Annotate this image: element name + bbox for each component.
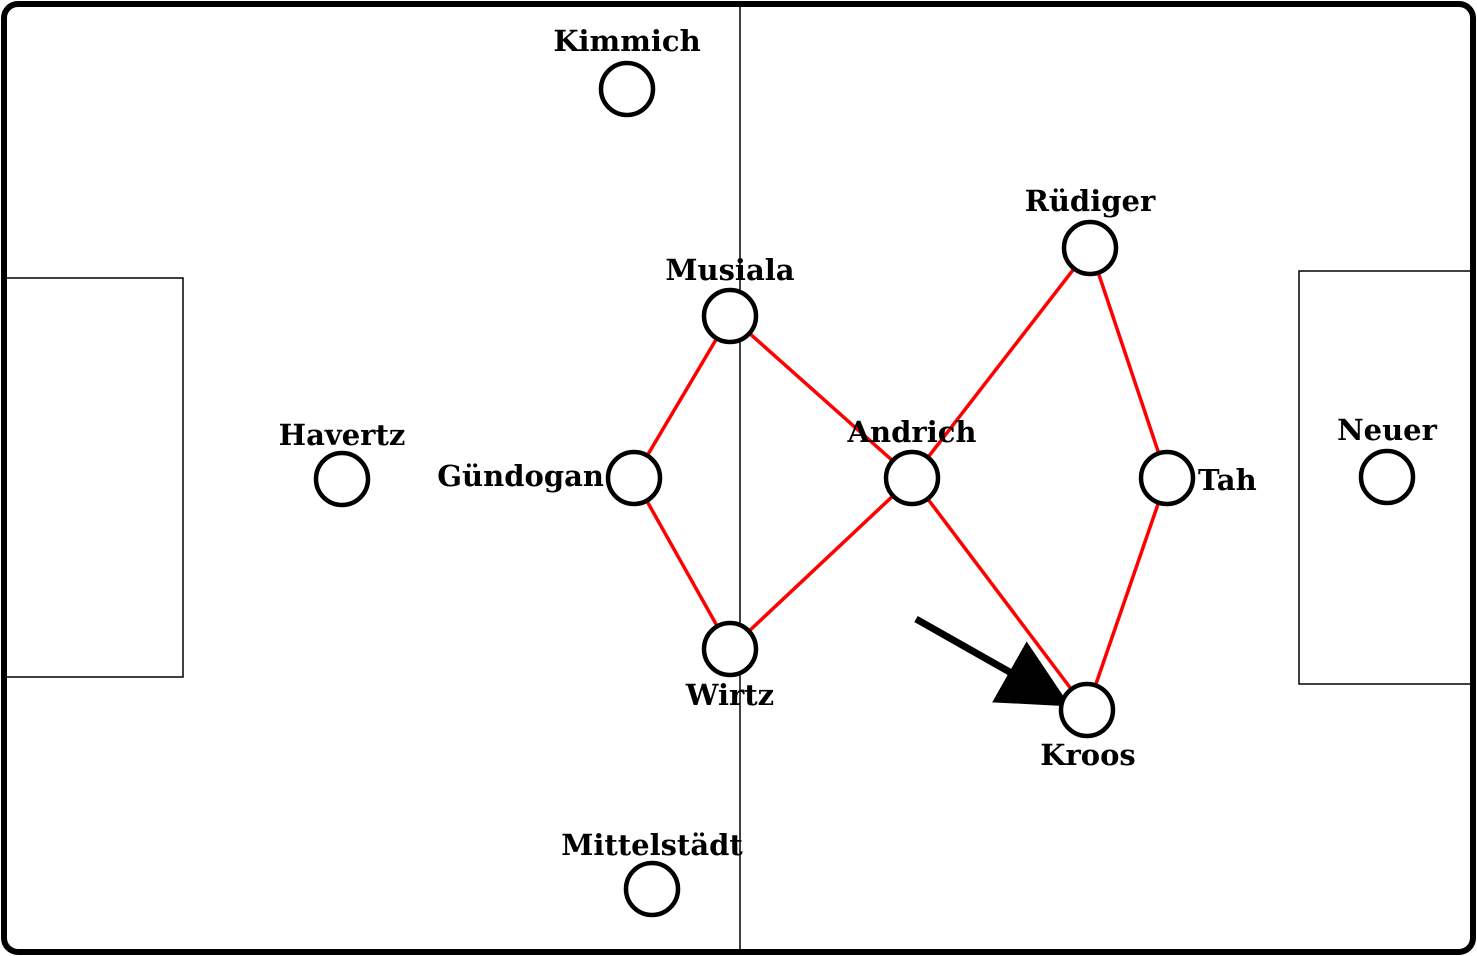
player-wirtz: Wirtz <box>685 620 774 712</box>
player-label: Mittelstädt <box>561 828 743 862</box>
player-marker <box>1358 448 1416 506</box>
player-label: Wirtz <box>685 678 774 712</box>
connection-andrich-rudiger <box>910 246 1092 480</box>
movement-arrow <box>914 615 1071 707</box>
player-label: Neuer <box>1337 413 1437 447</box>
player-label: Tah <box>1198 463 1257 497</box>
player-marker <box>1138 449 1196 507</box>
player-tah: Tah <box>1138 449 1257 507</box>
connection-rudiger-tah <box>1088 247 1169 479</box>
player-havertz: Havertz <box>279 418 406 508</box>
player-marker <box>883 449 941 507</box>
player-kroos: Kroos <box>1040 681 1136 772</box>
player-marker <box>701 287 759 345</box>
player-musiala: Musiala <box>665 253 795 345</box>
player-gundogan: Gündogan <box>437 449 663 507</box>
player-label: Rüdiger <box>1025 184 1156 218</box>
player-label: Andrich <box>847 415 977 449</box>
connection-musiala-gundogan <box>632 315 732 479</box>
connection-wirtz-andrich <box>728 476 914 651</box>
player-marker <box>623 860 681 918</box>
player-marker <box>701 620 759 678</box>
player-andrich: Andrich <box>847 415 977 507</box>
connection-musiala-andrich <box>728 314 914 480</box>
player-label: Musiala <box>665 253 794 287</box>
player-rudiger: Rüdiger <box>1025 184 1156 277</box>
player-marker <box>605 449 663 507</box>
player-kimmich: Kimmich <box>553 24 701 118</box>
player-label: Havertz <box>279 418 406 452</box>
connection-tah-kroos <box>1085 477 1169 711</box>
player-marker <box>598 60 656 118</box>
right-penalty-box <box>1298 270 1472 685</box>
connection-gundogan-wirtz <box>632 477 732 650</box>
player-marker <box>1061 219 1119 277</box>
player-neuer: Neuer <box>1337 413 1438 506</box>
player-label: Kroos <box>1040 738 1136 772</box>
player-mittelstadt: Mittelstädt <box>561 828 743 918</box>
player-marker <box>1058 681 1116 739</box>
player-label: Kimmich <box>553 24 700 58</box>
left-penalty-box <box>5 277 184 678</box>
player-label: Gündogan <box>437 459 604 493</box>
player-marker <box>313 450 371 508</box>
